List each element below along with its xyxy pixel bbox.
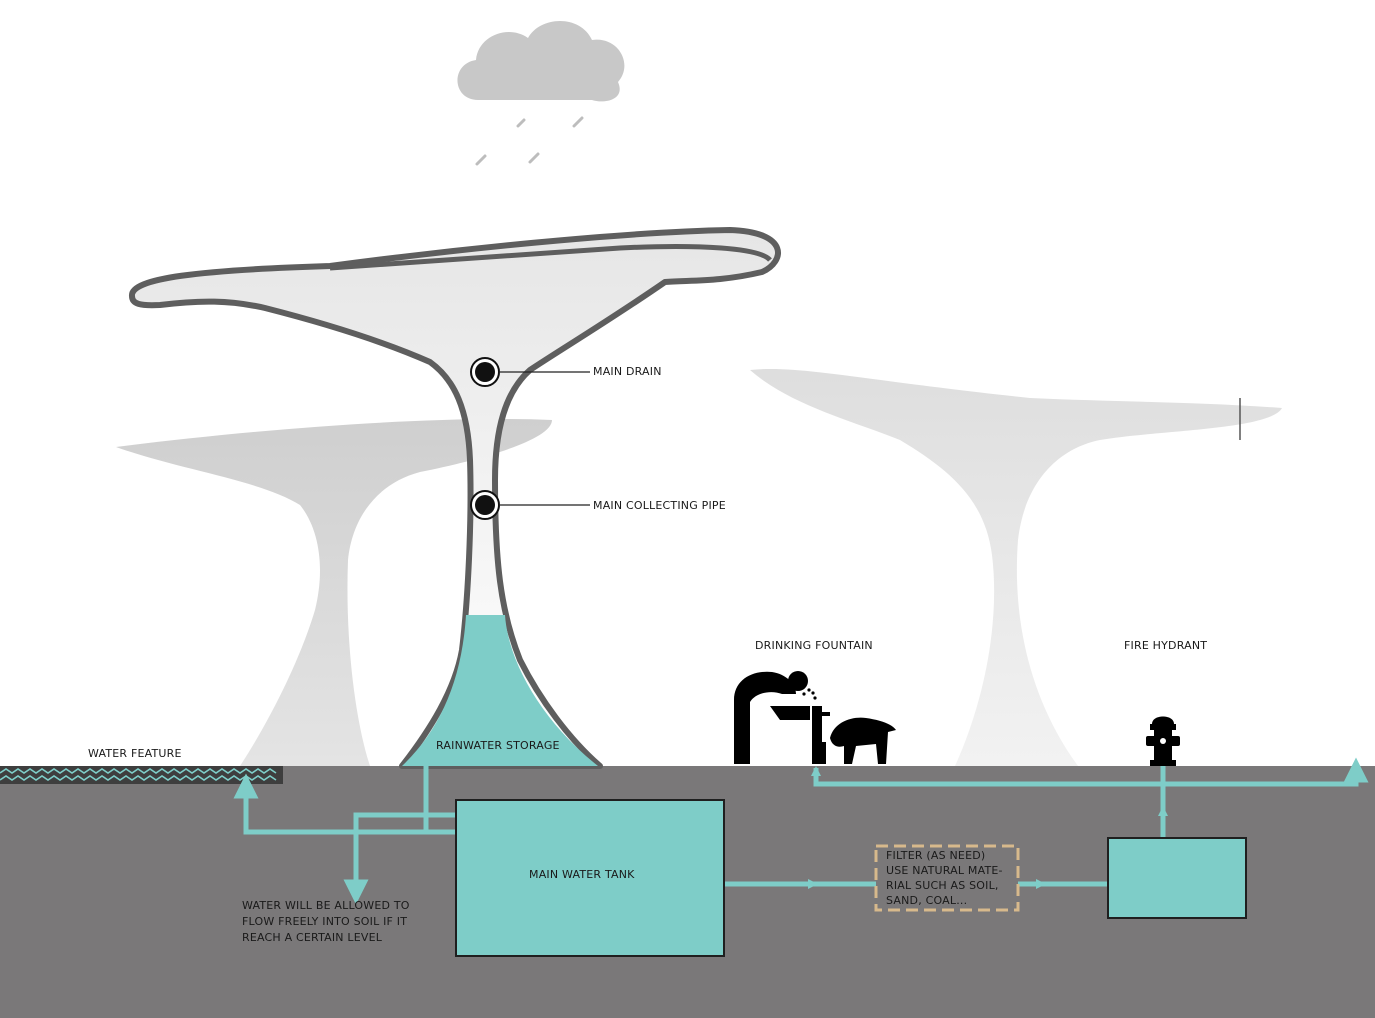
main-collecting-pipe-label: MAIN COLLECTING PIPE [593, 499, 726, 512]
fire-hydrant-label: FIRE HYDRANT [1124, 639, 1207, 652]
flow-arrow-icon [808, 766, 1168, 889]
main-canopy-structure [129, 227, 781, 769]
overflow-note-line-2: FLOW FREELY INTO SOIL IF IT [242, 915, 407, 928]
drain-node-icon [470, 357, 500, 387]
filter-note-line-1: FILTER (AS NEED) [886, 849, 985, 862]
collecting-node-icon [470, 490, 500, 520]
overflow-note-line-1: WATER WILL BE ALLOWED TO [242, 899, 410, 912]
person-drinking-icon [734, 671, 830, 764]
main-water-tank [455, 799, 725, 957]
filter-note-line-3: RIAL SUCH AS SOIL, [886, 879, 999, 892]
water-feature-label: WATER FEATURE [88, 747, 182, 760]
dog-drinking-icon [822, 717, 896, 764]
main-drain-label: MAIN DRAIN [593, 365, 662, 378]
ghost-canopy-right [750, 369, 1282, 766]
filter-box [874, 844, 1020, 912]
cloud-icon [457, 21, 625, 102]
raindrop-icon [475, 116, 584, 166]
filter-note-line-4: SAND, COAL... [886, 894, 967, 907]
overflow-note: WATER WILL BE ALLOWED TO FLOW FREELY INT… [242, 899, 413, 944]
secondary-tank [1107, 837, 1247, 919]
fire-hydrant-icon [1146, 716, 1180, 766]
ghost-canopy-left [116, 419, 552, 766]
rainwater-storage-label: RAINWATER STORAGE [436, 739, 560, 752]
filter-note-line-2: USE NATURAL MATE- [886, 864, 1003, 877]
water-feature-strip [0, 766, 283, 784]
water-jet [802, 688, 817, 700]
drinking-fountain-label: DRINKING FOUNTAIN [755, 639, 873, 652]
filter-note: FILTER (AS NEED) USE NATURAL MATE- RIAL … [886, 849, 1006, 907]
overflow-note-line-3: REACH A CERTAIN LEVEL [242, 931, 383, 944]
main-water-tank-label: MAIN WATER TANK [529, 868, 635, 881]
